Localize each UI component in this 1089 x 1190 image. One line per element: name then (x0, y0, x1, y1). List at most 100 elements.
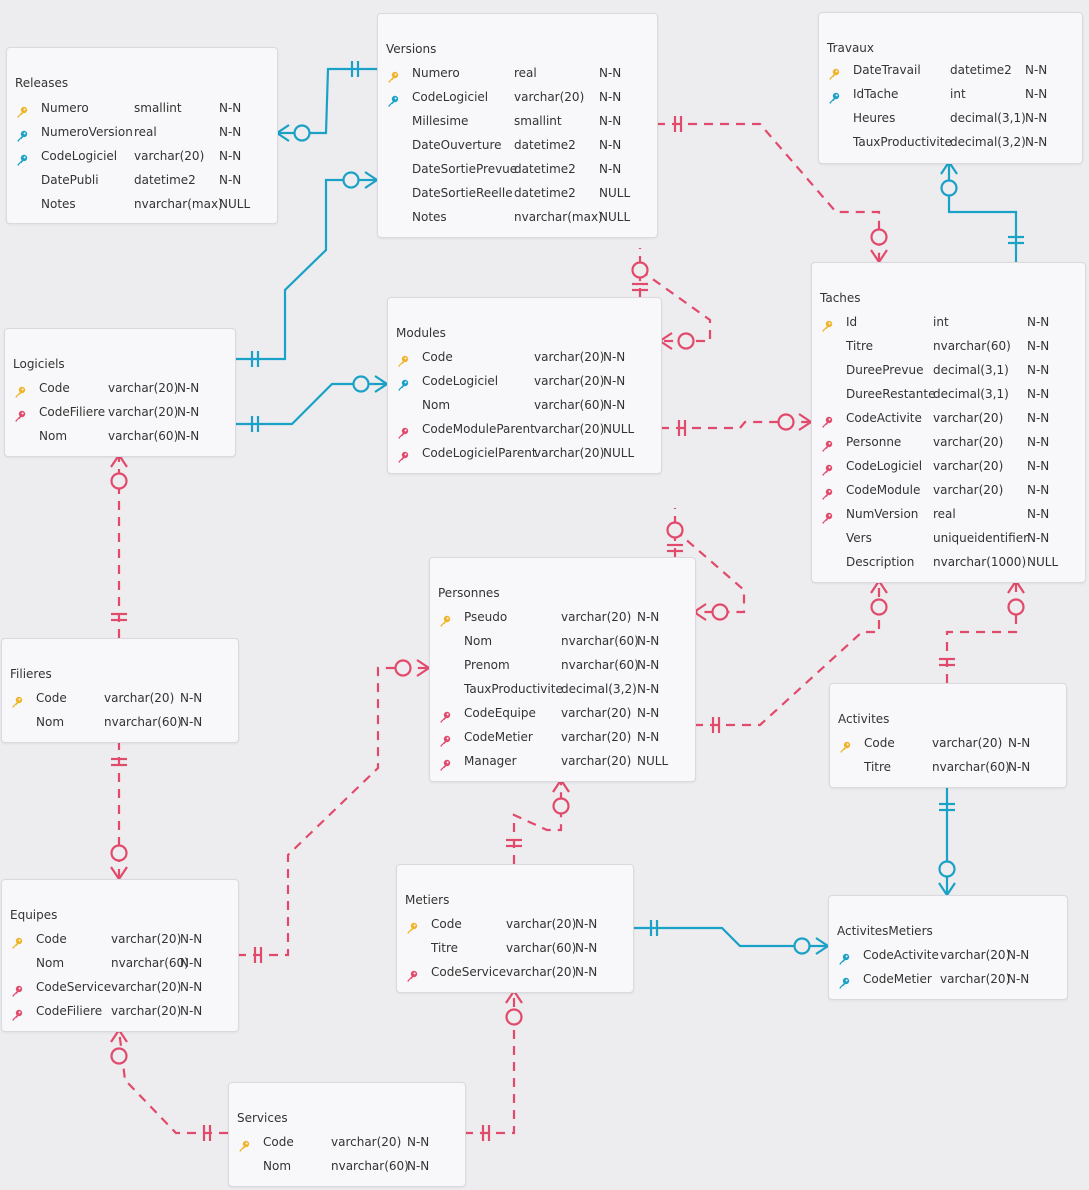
field-name: Notes (412, 210, 447, 224)
foreign-key-icon (11, 981, 23, 997)
key-foreign-primary-icon (16, 150, 28, 166)
primary-key-icon (828, 64, 840, 80)
personnes-self-link (666, 508, 746, 621)
field-name: CodeFiliere (36, 1004, 103, 1018)
field-type: varchar(20) (940, 972, 1011, 986)
field-type: varchar(20) (514, 90, 585, 104)
field-nullability: NULL (599, 210, 631, 224)
field-name: Nom (36, 715, 65, 729)
field-type: decimal(3,1) (933, 363, 1009, 377)
primary-key-icon (387, 67, 399, 83)
field-type: varchar(20) (933, 435, 1004, 449)
field-nullability: N-N (599, 66, 622, 80)
table-title: ActivitesMetiers (837, 924, 933, 938)
field-nullability: N-N (407, 1135, 430, 1149)
field-nullability: NULL (599, 186, 631, 200)
field-type: smallint (514, 114, 562, 128)
foreign-key-icon (821, 484, 833, 500)
field-type: varchar(60) (506, 941, 577, 955)
field-name: Nom (464, 634, 493, 648)
field-type: varchar(20) (111, 980, 182, 994)
activites-taches-link (939, 579, 1025, 683)
services-metiers-link (464, 989, 523, 1141)
foreign-key-icon (821, 460, 833, 476)
table-title: Services (237, 1111, 288, 1125)
foreign-key-icon (821, 508, 833, 524)
field-name: Personne (846, 435, 902, 449)
field-nullability: N-N (575, 941, 598, 955)
field-nullability: N-N (1027, 531, 1050, 545)
